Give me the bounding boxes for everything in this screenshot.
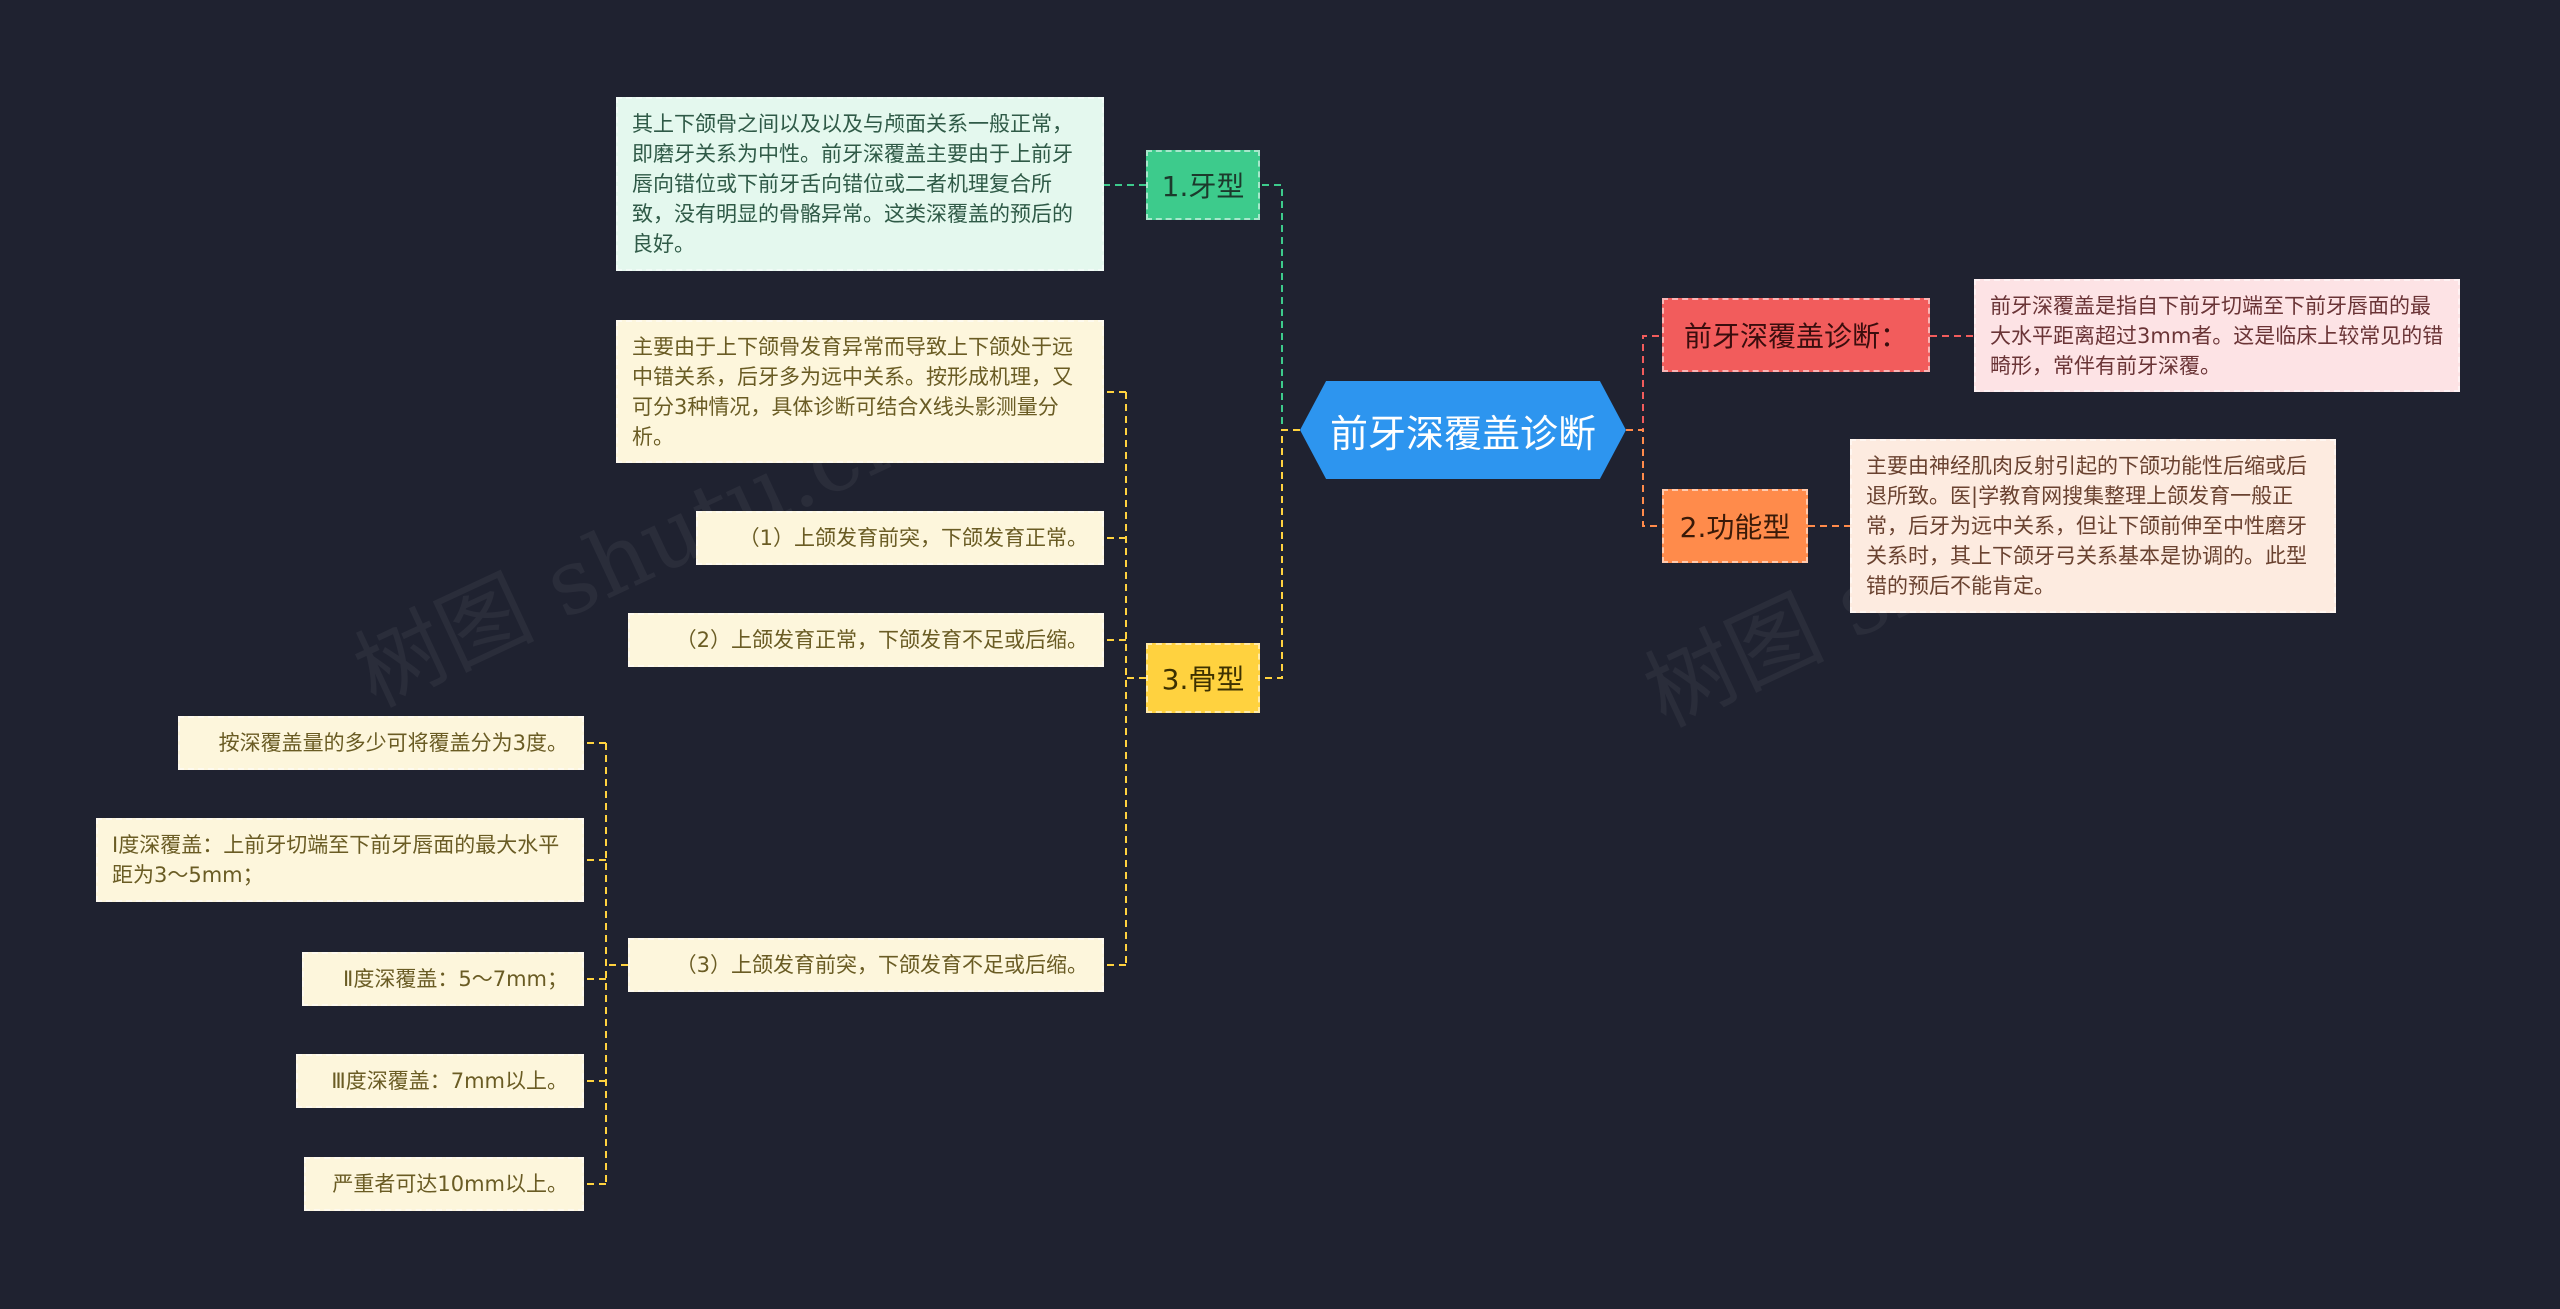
branch-label: 2.功能型 <box>1679 511 1791 544</box>
degree-3[interactable]: Ⅲ度深覆盖：7mm以上。 <box>296 1054 584 1108</box>
leaf-text: Ⅱ度深覆盖：5～7mm； <box>343 967 568 991</box>
connector-root-definition <box>1626 335 1662 431</box>
connector-root-function <box>1626 429 1662 527</box>
function-type-description[interactable]: 主要由神经肌肉反射引起的下颌功能性后缩或后退所致。医|学教育网搜集整理上颌发育一… <box>1850 439 2336 613</box>
leaf-text: Ⅲ度深覆盖：7mm以上。 <box>331 1069 568 1093</box>
branch-bone-type[interactable]: 3.骨型 <box>1146 643 1260 713</box>
branch-label: 1.牙型 <box>1161 170 1245 203</box>
bone-case-2[interactable]: （2）上颌发育正常，下颌发育不足或后缩。 <box>628 613 1104 667</box>
connector-bone-children <box>1104 391 1146 966</box>
bone-case-1[interactable]: （1）上颌发育前突，下颌发育正常。 <box>696 511 1104 565</box>
branch-definition[interactable]: 前牙深覆盖诊断： <box>1662 298 1930 372</box>
leaf-text: 主要由神经肌肉反射引起的下颌功能性后缩或后退所致。医|学教育网搜集整理上颌发育一… <box>1866 454 2307 598</box>
branch-tooth-type[interactable]: 1.牙型 <box>1146 150 1260 220</box>
branch-function-type[interactable]: 2.功能型 <box>1662 489 1808 563</box>
degree-severe[interactable]: 严重者可达10mm以上。 <box>304 1157 584 1211</box>
bone-type-description[interactable]: 主要由于上下颌骨发育异常而导致上下颌处于远中错关系，后牙多为远中关系。按形成机理… <box>616 320 1104 463</box>
connector-root-bone <box>1260 429 1300 679</box>
leaf-text: 前牙深覆盖是指自下前牙切端至下前牙唇面的最大水平距离超过3mm者。这是临床上较常… <box>1990 293 2444 378</box>
degree-1[interactable]: Ⅰ度深覆盖：上前牙切端至下前牙唇面的最大水平距为3～5mm； <box>96 818 584 902</box>
branch-label: 前牙深覆盖诊断： <box>1683 320 1908 353</box>
leaf-text: 主要由于上下颌骨发育异常而导致上下颌处于远中错关系，后牙多为远中关系。按形成机理… <box>632 334 1073 449</box>
degree-intro[interactable]: 按深覆盖量的多少可将覆盖分为3度。 <box>178 716 584 770</box>
root-node[interactable]: 前牙深覆盖诊断 <box>1300 381 1626 479</box>
leaf-text: 严重者可达10mm以上。 <box>332 1172 568 1196</box>
leaf-text: Ⅰ度深覆盖：上前牙切端至下前牙唇面的最大水平距为3～5mm； <box>112 833 560 887</box>
root-label: 前牙深覆盖诊断 <box>1329 411 1596 456</box>
tooth-type-description[interactable]: 其上下颌骨之间以及以及与颅面关系一般正常，即磨牙关系为中性。前牙深覆盖主要由于上… <box>616 97 1104 271</box>
connector-root-tooth <box>1260 184 1300 431</box>
leaf-text: 按深覆盖量的多少可将覆盖分为3度。 <box>218 731 568 755</box>
leaf-text: （2）上颌发育正常，下颌发育不足或后缩。 <box>675 628 1088 652</box>
bone-case-3[interactable]: （3）上颌发育前突，下颌发育不足或后缩。 <box>628 938 1104 992</box>
degree-2[interactable]: Ⅱ度深覆盖：5～7mm； <box>302 952 584 1006</box>
leaf-text: （3）上颌发育前突，下颌发育不足或后缩。 <box>675 953 1088 977</box>
leaf-text: （1）上颌发育前突，下颌发育正常。 <box>738 526 1088 550</box>
branch-label: 3.骨型 <box>1161 663 1245 696</box>
leaf-text: 其上下颌骨之间以及以及与颅面关系一般正常，即磨牙关系为中性。前牙深覆盖主要由于上… <box>632 112 1073 256</box>
connector-case3-degrees <box>584 742 628 1185</box>
definition-description[interactable]: 前牙深覆盖是指自下前牙切端至下前牙唇面的最大水平距离超过3mm者。这是临床上较常… <box>1974 279 2460 392</box>
